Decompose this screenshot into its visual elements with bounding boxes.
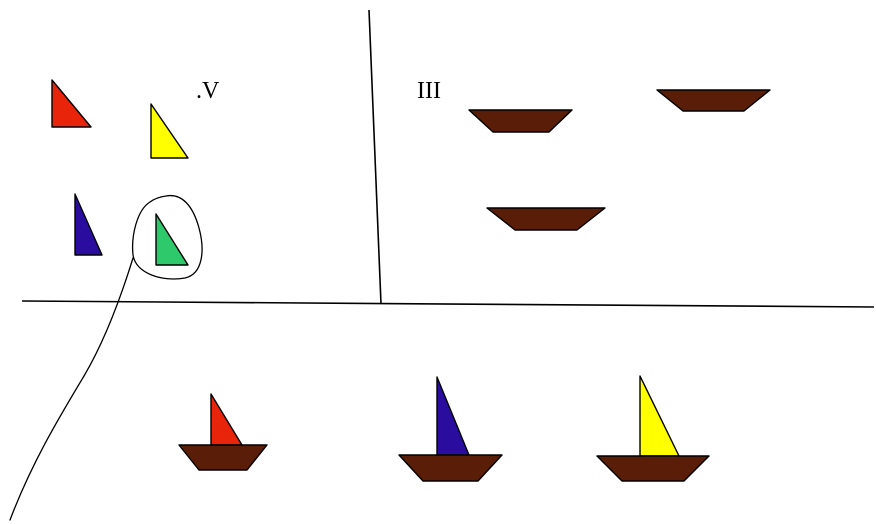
horizontal-divider — [21, 300, 875, 308]
yellow-sail — [150, 103, 189, 159]
loose-sails-group — [51, 79, 189, 266]
region-label-sails: .V — [196, 78, 220, 104]
region-label-hulls: III — [417, 78, 441, 104]
boat-yellow-hull — [596, 455, 710, 482]
boat-red-sail — [210, 393, 243, 446]
hull-2 — [656, 89, 771, 112]
hull-3 — [486, 207, 606, 231]
pointer-line — [9, 257, 134, 521]
green-sail — [155, 213, 189, 266]
blue-sail — [74, 193, 103, 256]
red-sail — [51, 79, 92, 128]
circle-around-green-sail — [131, 194, 203, 280]
boat-yellow-sail — [639, 375, 680, 457]
boat-blue-hull — [398, 454, 503, 482]
boat-red-hull — [178, 444, 268, 471]
hull-1 — [468, 109, 573, 133]
boat-blue — [398, 376, 503, 482]
boat-blue-sail — [436, 376, 470, 456]
boat-yellow — [596, 375, 710, 482]
vertical-divider — [368, 9, 382, 305]
loose-hulls-group — [468, 89, 771, 231]
boat-red — [178, 393, 268, 471]
